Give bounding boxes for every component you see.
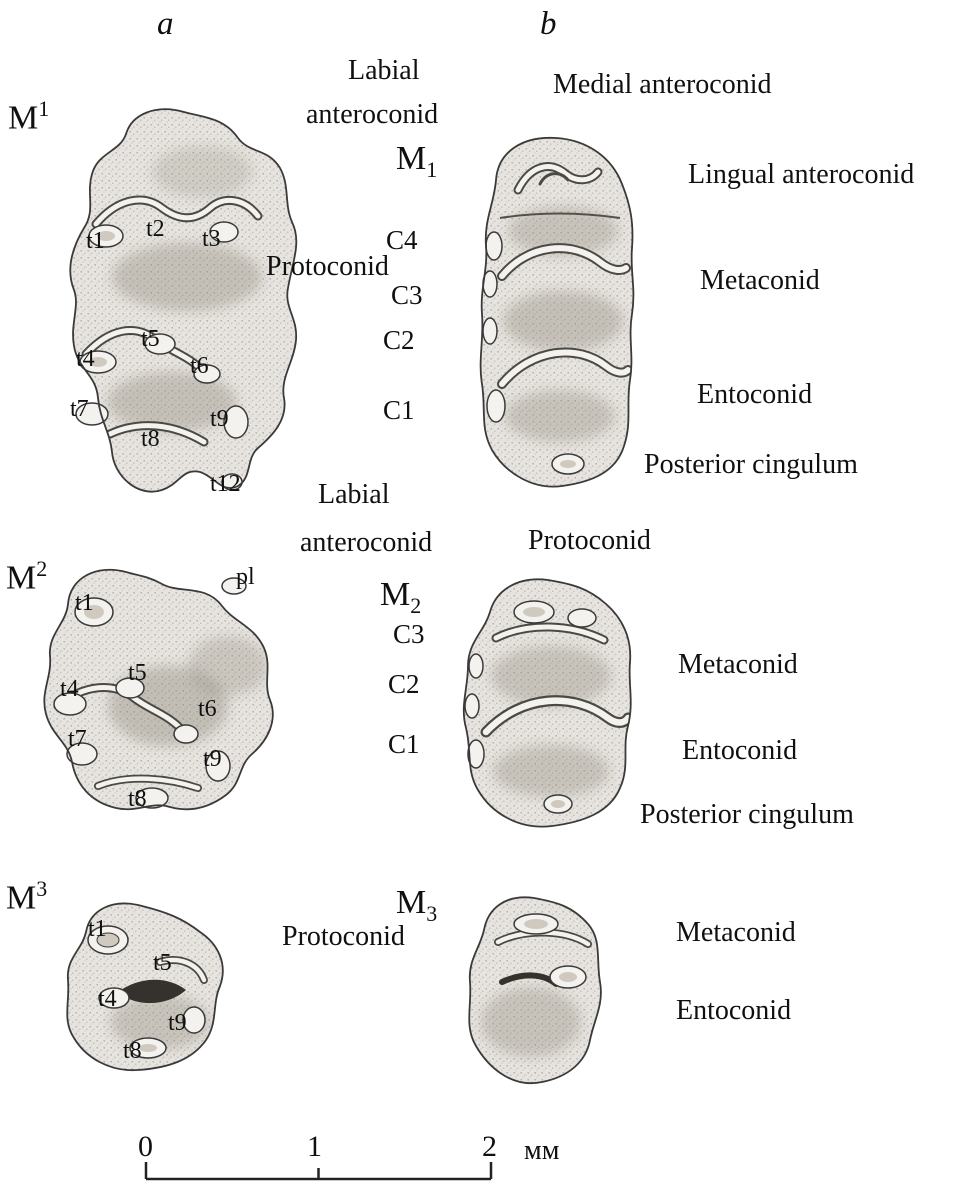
cuspule-label-m2-c1: C1 <box>388 729 420 759</box>
lower-m2-label: M2 <box>380 576 421 619</box>
scale-tick-2: 2 <box>482 1130 497 1163</box>
label-metaconid-m1: Metaconid <box>700 265 820 296</box>
label-lingual-anteroconid: Lingual anteroconid <box>688 159 915 190</box>
upper-m3-label-sup: 3 <box>36 876 48 901</box>
cusp-label-m2-t1: t1 <box>75 590 94 616</box>
upper-m2-label: M2 <box>6 556 47 597</box>
upper-m1-illustration <box>69 108 298 493</box>
lower-m2-label-sub: 2 <box>410 592 422 618</box>
lower-m1-illustration <box>479 136 635 488</box>
cusp-label-t9: t9 <box>210 406 229 432</box>
lower-m2-label-base: M <box>380 576 411 613</box>
label-protoconid-m3: Protoconid <box>282 921 405 952</box>
lower-m3-label-sub: 3 <box>426 900 438 926</box>
cusp-label-m2-t5: t5 <box>128 660 147 686</box>
label-labial-anteroconid2-line1: Labial <box>318 479 390 510</box>
column-a-header: a <box>157 6 174 42</box>
cuspule-label-c3: C3 <box>391 280 423 310</box>
cuspule-label-m2-c2: C2 <box>388 669 420 699</box>
upper-m1-label-base: M <box>8 99 39 137</box>
scale-tick-1: 1 <box>307 1130 322 1163</box>
cusp-label-t7: t7 <box>70 396 89 422</box>
cusp-label-t5: t5 <box>141 326 160 352</box>
label-protoconid-m2: Protoconid <box>528 525 651 556</box>
label-labial-anteroconid-line1: Labial <box>348 55 420 86</box>
label-posterior-cingulum-m1: Posterior cingulum <box>644 449 858 480</box>
upper-m3-label: M3 <box>6 876 47 917</box>
label-metaconid-m3: Metaconid <box>676 917 796 948</box>
cusp-label-t3: t3 <box>202 226 221 252</box>
label-labial-anteroconid2-line2: anteroconid <box>300 527 433 558</box>
cusp-label-t2: t2 <box>146 216 165 242</box>
scale-bar <box>144 1162 493 1181</box>
cusp-label-m3-t4: t4 <box>98 986 117 1012</box>
upper-m1-label-sup: 1 <box>38 96 50 121</box>
lower-m1-label: M1 <box>396 140 437 183</box>
cuspule-label-c4: C4 <box>386 225 418 255</box>
cusp-label-m2-t4: t4 <box>60 676 79 702</box>
upper-m2-illustration <box>43 568 274 811</box>
lower-m2-illustration <box>462 578 632 828</box>
scale-unit: мм <box>524 1135 560 1166</box>
cusp-label-m3-t1: t1 <box>88 916 107 942</box>
cusp-label-t1: t1 <box>86 228 105 254</box>
cusp-label-m2-t7: t7 <box>68 726 87 752</box>
upper-m3-illustration <box>66 902 224 1072</box>
cuspule-label-c2: C2 <box>383 325 415 355</box>
cusp-label-t6: t6 <box>190 353 209 379</box>
cusp-label-m2-t8: t8 <box>128 786 147 812</box>
cusp-label-m3-t8: t8 <box>123 1038 142 1064</box>
cusp-label-m3-t5: t5 <box>153 950 172 976</box>
lower-m1-label-sub: 1 <box>426 156 438 182</box>
label-protoconid-m1: Protoconid <box>266 251 389 282</box>
upper-m3-label-base: M <box>6 879 37 917</box>
cusp-label-m2-pl: pl <box>236 564 255 590</box>
upper-m2-label-sup: 2 <box>36 556 48 581</box>
cuspule-label-c1: C1 <box>383 395 415 425</box>
label-labial-anteroconid-line2: anteroconid <box>306 99 439 130</box>
lower-m3-label-base: M <box>396 884 427 921</box>
cuspule-label-m2-c3: C3 <box>393 619 425 649</box>
upper-m2-label-base: M <box>6 559 37 597</box>
label-entoconid-m3: Entoconid <box>676 995 792 1026</box>
label-entoconid-m2: Entoconid <box>682 735 798 766</box>
cusp-label-m3-t9: t9 <box>168 1010 187 1036</box>
cusp-label-t12: t12 <box>210 471 241 497</box>
label-entoconid-m1: Entoconid <box>697 379 813 410</box>
lower-m3-label: M3 <box>396 884 437 927</box>
label-medial-anteroconid: Medial anteroconid <box>553 69 772 100</box>
lower-m3-illustration <box>468 896 602 1085</box>
cusp-label-m2-t9: t9 <box>203 746 222 772</box>
label-metaconid-m2: Metaconid <box>678 649 798 680</box>
upper-m1-label: M1 <box>8 96 49 137</box>
scale-tick-0: 0 <box>138 1130 153 1163</box>
cusp-label-m2-t6: t6 <box>198 696 217 722</box>
label-posterior-cingulum-m2: Posterior cingulum <box>640 799 854 830</box>
cusp-label-t8: t8 <box>141 426 160 452</box>
lower-m1-label-base: M <box>396 140 427 177</box>
column-b-header: b <box>540 6 557 42</box>
cusp-label-t4: t4 <box>76 346 95 372</box>
